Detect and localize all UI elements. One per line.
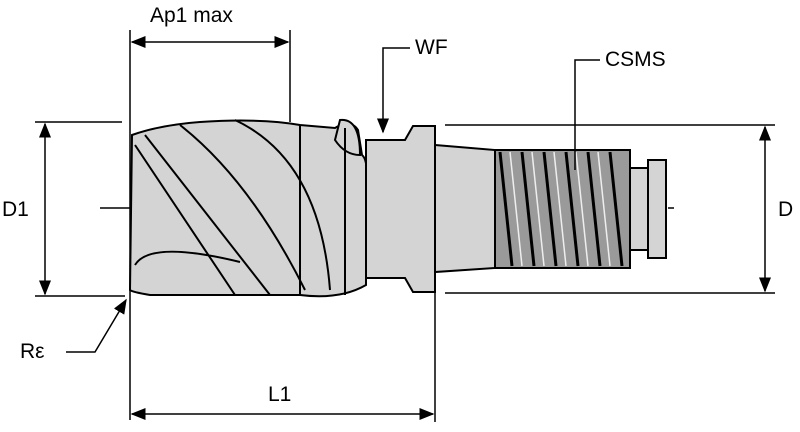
tool-body (128, 118, 667, 298)
csms-label: CSMS (605, 48, 666, 71)
ap1-max-label: Ap1 max (150, 4, 233, 27)
l1-label: L1 (268, 383, 292, 406)
flutes (134, 119, 346, 296)
wf-label: WF (415, 36, 448, 59)
thread-helix (498, 151, 624, 267)
r-epsilon-leader (66, 298, 127, 353)
shank (434, 143, 496, 274)
csms-leader (574, 59, 600, 170)
cutting-head (128, 119, 368, 298)
neck (365, 125, 436, 293)
d1-label: D1 (2, 198, 29, 221)
dimension-lines (35, 30, 775, 422)
r-epsilon-label: Rε (20, 340, 45, 363)
d-label: D (778, 198, 794, 221)
wf-leader (377, 47, 410, 134)
